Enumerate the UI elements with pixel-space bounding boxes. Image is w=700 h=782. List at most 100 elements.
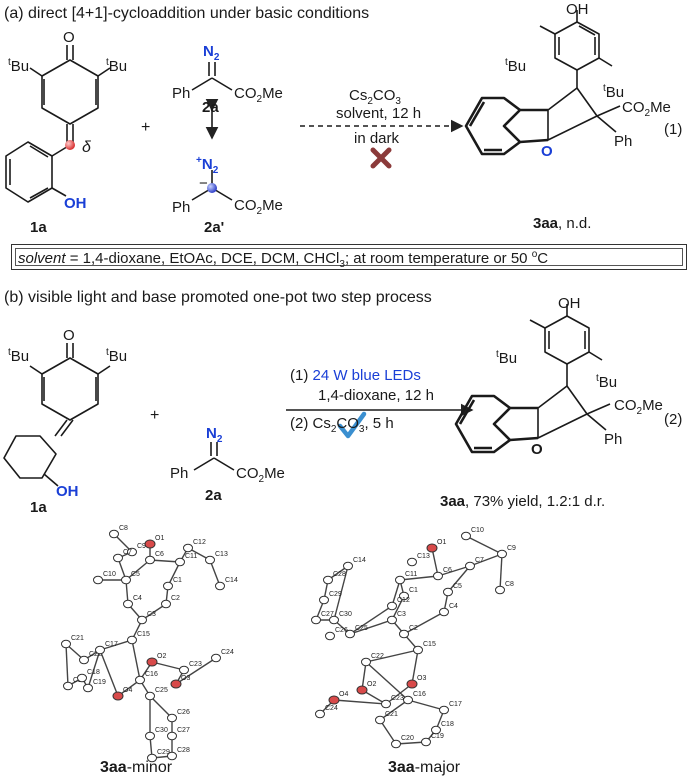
ortep-atom-label: C6 <box>443 567 452 574</box>
ortep-atom-label: C27 <box>321 611 334 618</box>
ortep-atom-label: C23 <box>189 661 202 668</box>
ortep-atom-label: C21 <box>71 635 84 642</box>
ortep-atom <box>381 699 391 709</box>
ortep-bond <box>407 699 445 711</box>
ortep-atom <box>413 645 423 655</box>
ortep-atom-label: C4 <box>449 603 458 610</box>
ortep-atom-label: C18 <box>441 721 454 728</box>
ortep-atom-label: C10 <box>103 571 116 578</box>
ortep-atom-label: C17 <box>449 701 462 708</box>
ortep-bond <box>399 575 439 581</box>
oh-3aa-b: OH <box>558 295 581 312</box>
ortep-atom-label: C7 <box>475 557 484 564</box>
ortep-atom-label: C25 <box>155 687 168 694</box>
tbu-right-3aa-a: tBu <box>603 83 625 101</box>
ortep-atom <box>387 601 397 611</box>
oh-1a-b: OH <box>56 483 79 500</box>
ortep-atom <box>170 679 182 689</box>
ortep-bond <box>209 559 221 587</box>
ortep-atom <box>79 655 89 665</box>
ortep-atom-label: C26 <box>177 709 190 716</box>
ortep-bond <box>131 639 141 681</box>
ortep-atom <box>421 737 431 747</box>
ortep-atom-label: O2 <box>367 681 376 688</box>
n2-plus-2a-prime: +N2 <box>196 155 219 176</box>
atom-o-1a-b: O <box>63 327 75 344</box>
ortep-atom <box>61 639 71 649</box>
ortep-atom-label: C19 <box>431 733 444 740</box>
ortep-atom-label: C9 <box>507 545 516 552</box>
blue-carbon-marker <box>207 183 217 193</box>
ortep-bond <box>385 683 413 705</box>
ortep-atom <box>167 751 177 761</box>
o-ring-3aa-b: O <box>531 441 543 458</box>
ortep-atom <box>211 653 221 663</box>
ortep-atom-label: C13 <box>215 551 228 558</box>
ortep-bond <box>125 559 151 581</box>
ortep-bond <box>99 649 119 697</box>
ortep-atom <box>495 585 505 595</box>
tbu-right-1a: tBu <box>106 57 128 75</box>
product-3aa-a <box>464 10 621 156</box>
ortep-atom-label: C11 <box>185 553 197 560</box>
ortep-bond <box>365 661 409 701</box>
ortep-atom-label: C14 <box>353 557 366 564</box>
ortep-atom-label: O2 <box>157 653 166 660</box>
ortep-atom <box>175 557 185 567</box>
plus-a: + <box>141 119 151 136</box>
ortep-bond <box>411 649 419 685</box>
ortep-atom-label: C4 <box>133 595 142 602</box>
ortep-atom <box>145 691 155 701</box>
ortep-atom <box>399 591 409 601</box>
ortep-atom-label: C3 <box>147 611 156 618</box>
label-1a-a: 1a <box>30 219 47 236</box>
n2-2a-b: N2 <box>206 425 223 445</box>
ortep-atom-label: C22 <box>89 651 102 658</box>
ortep-atom <box>179 665 189 675</box>
label-2a-a: 2a <box>202 99 219 116</box>
fail-cross-icon <box>370 147 392 169</box>
ortep-atom-label: O4 <box>123 687 132 694</box>
ortep-atom-label: C27 <box>177 727 190 734</box>
o-ring-3aa-a: O <box>541 143 553 160</box>
plus-b: + <box>150 407 160 424</box>
ortep-atom-label: C12 <box>397 597 410 604</box>
solvent-box <box>11 244 687 270</box>
ortep-bond <box>465 535 503 555</box>
heading-a: (a) direct [4+1]-cycloaddition under bas… <box>4 5 370 22</box>
ortep-atom <box>183 543 193 553</box>
ortep-atom-label: C26 <box>335 627 348 634</box>
ortep-atom-label: C28 <box>177 747 190 754</box>
ortep-bond <box>391 595 405 621</box>
ortep-bond <box>391 579 401 607</box>
minus-charge: − <box>199 175 208 192</box>
ortep-bond <box>65 643 69 687</box>
ph-3aa-a: Ph <box>614 133 633 150</box>
ph-3aa-b: Ph <box>604 431 623 448</box>
ortep-atom-label: C19 <box>93 679 106 686</box>
product-3aa-b <box>454 304 611 454</box>
ortep-atom <box>356 685 368 695</box>
label-1a-b: 1a <box>30 499 47 516</box>
ortep-atom-label: C7 <box>123 549 132 556</box>
ortep-atom-label: C17 <box>105 641 118 648</box>
ortep-bond <box>99 639 133 651</box>
ortep-atom <box>144 539 156 549</box>
co2me-2a-b: CO2Me <box>236 465 285 485</box>
ortep-atom-label: C23 <box>391 695 404 702</box>
ph-2a-prime: Ph <box>172 199 191 216</box>
ortep-atom-label: C16 <box>145 671 158 678</box>
ortep-atom-label: C15 <box>137 631 150 638</box>
ortep-bond <box>349 605 393 635</box>
ortep-atom <box>433 571 443 581</box>
ortep-atom <box>315 709 325 719</box>
ortep-atom-label: C30 <box>339 611 352 618</box>
ortep-atom <box>387 615 397 625</box>
ortep-atom <box>497 549 507 559</box>
ortep-atom <box>145 555 155 565</box>
co2me-3aa-a: CO2Me <box>622 99 671 119</box>
ortep-bond <box>379 719 397 745</box>
ph-2a: Ph <box>172 85 191 102</box>
ortep-bond <box>437 565 471 577</box>
